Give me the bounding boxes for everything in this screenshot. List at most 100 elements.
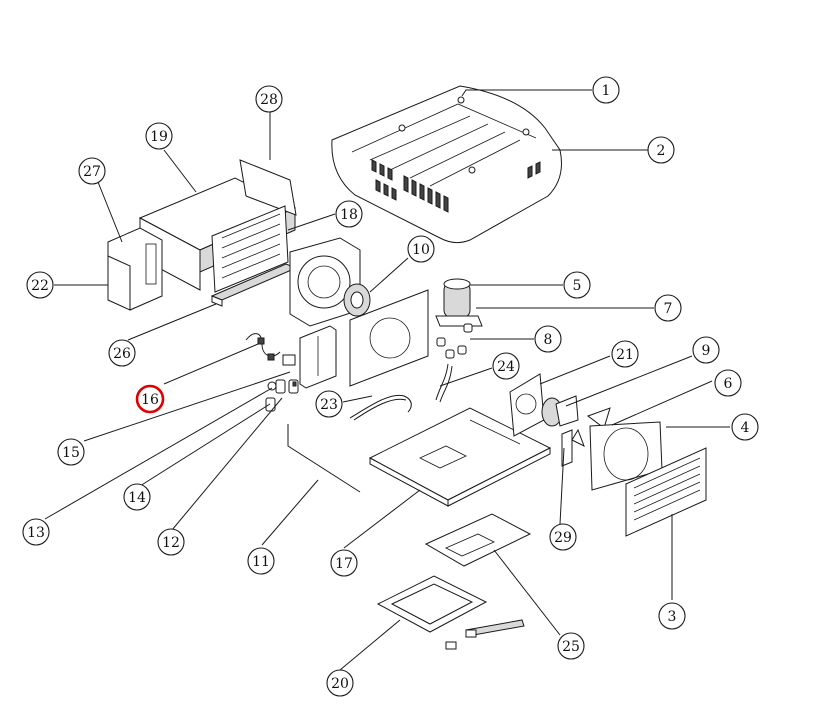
callout-3: 3 xyxy=(658,602,686,630)
part-fan-bracket xyxy=(561,429,573,467)
callout-number: 19 xyxy=(150,129,168,145)
callout-circle xyxy=(658,602,686,630)
callout-20: 20 xyxy=(326,669,354,697)
callout-number: 17 xyxy=(335,556,353,572)
part-condenser-coil xyxy=(625,447,707,537)
callout-circle xyxy=(26,271,54,299)
callout-13: 13 xyxy=(22,518,50,546)
callout-17: 17 xyxy=(330,549,358,577)
callout-9: 9 xyxy=(692,336,720,364)
callout-number: 21 xyxy=(616,347,634,363)
callout-circle xyxy=(78,157,106,185)
callout-16: 16 xyxy=(135,384,165,414)
callout-number: 16 xyxy=(141,392,159,408)
part-base-pan xyxy=(368,407,552,507)
callout-circle xyxy=(123,483,151,511)
callout-labels: 1234567891011121314151617181920212223242… xyxy=(22,76,759,697)
callout-6: 6 xyxy=(714,369,742,397)
callout-circle xyxy=(135,384,165,414)
callout-circle xyxy=(315,390,343,418)
callout-25: 25 xyxy=(557,632,585,660)
part-capacitors xyxy=(265,379,299,412)
part-tubing xyxy=(349,363,453,421)
callout-circle xyxy=(157,528,185,556)
callout-circle xyxy=(549,523,577,551)
callout-number: 9 xyxy=(702,343,711,359)
callout-10: 10 xyxy=(407,235,435,263)
callout-circle xyxy=(492,352,520,380)
callout-circle xyxy=(57,438,85,466)
callout-21: 21 xyxy=(611,340,639,368)
callout-number: 24 xyxy=(497,359,515,375)
callout-number: 25 xyxy=(562,639,580,655)
part-blower-housing xyxy=(289,237,371,327)
part-partition-plate xyxy=(349,289,429,387)
callout-number: 8 xyxy=(544,332,553,348)
callout-number: 13 xyxy=(27,525,45,541)
callout-number: 10 xyxy=(412,242,430,258)
callout-11: 11 xyxy=(247,547,275,575)
callout-number: 2 xyxy=(657,143,666,159)
callout-number: 12 xyxy=(162,535,180,551)
callout-24: 24 xyxy=(492,352,520,380)
callout-26: 26 xyxy=(108,339,136,367)
part-bracket xyxy=(299,325,337,389)
part-drip-tray xyxy=(210,263,298,307)
callout-circle xyxy=(611,340,639,368)
part-shroud-cover xyxy=(331,85,562,244)
part-grommets xyxy=(436,323,473,359)
callout-circle xyxy=(247,547,275,575)
callout-number: 3 xyxy=(668,609,677,625)
callout-circle xyxy=(592,76,620,104)
callout-circle xyxy=(22,518,50,546)
part-wiring-harness xyxy=(245,333,296,366)
callout-number: 22 xyxy=(31,278,49,294)
callout-circle xyxy=(563,271,591,299)
part-compressor xyxy=(435,278,483,327)
part-gasket-frame xyxy=(376,575,488,633)
callout-8: 8 xyxy=(534,325,562,353)
callout-22: 22 xyxy=(26,271,54,299)
callout-number: 26 xyxy=(113,346,131,362)
callout-circle xyxy=(335,200,363,228)
callout-number: 27 xyxy=(83,164,101,180)
callout-number: 29 xyxy=(554,530,572,546)
callout-circle xyxy=(145,122,173,150)
callout-19: 19 xyxy=(145,122,173,150)
callout-4: 4 xyxy=(731,413,759,441)
callout-12: 12 xyxy=(157,528,185,556)
callout-circle xyxy=(108,339,136,367)
callout-circle xyxy=(255,85,283,113)
callout-circle xyxy=(714,369,742,397)
callout-circle xyxy=(534,325,562,353)
callout-number: 1 xyxy=(602,83,611,99)
callout-circle xyxy=(654,294,682,322)
callout-circle xyxy=(731,413,759,441)
callout-7: 7 xyxy=(654,294,682,322)
callout-15: 15 xyxy=(57,438,85,466)
callout-number: 18 xyxy=(340,207,358,223)
callout-number: 6 xyxy=(724,376,733,392)
callout-number: 14 xyxy=(128,490,146,506)
callout-14: 14 xyxy=(123,483,151,511)
callout-number: 7 xyxy=(664,301,673,317)
callout-1: 1 xyxy=(592,76,620,104)
callout-5: 5 xyxy=(563,271,591,299)
callout-2: 2 xyxy=(647,136,675,164)
part-evaporator-panel xyxy=(211,205,289,293)
callout-number: 15 xyxy=(62,445,80,461)
callout-27: 27 xyxy=(78,157,106,185)
callout-number: 4 xyxy=(741,420,750,436)
callout-circle xyxy=(326,669,354,697)
callout-circle xyxy=(407,235,435,263)
callout-23: 23 xyxy=(315,390,343,418)
callout-number: 28 xyxy=(260,92,278,108)
callout-circle xyxy=(330,549,358,577)
callout-number: 5 xyxy=(573,278,582,294)
callout-28: 28 xyxy=(255,85,283,113)
callout-18: 18 xyxy=(335,200,363,228)
callout-number: 20 xyxy=(331,676,349,692)
callout-number: 23 xyxy=(320,397,338,413)
